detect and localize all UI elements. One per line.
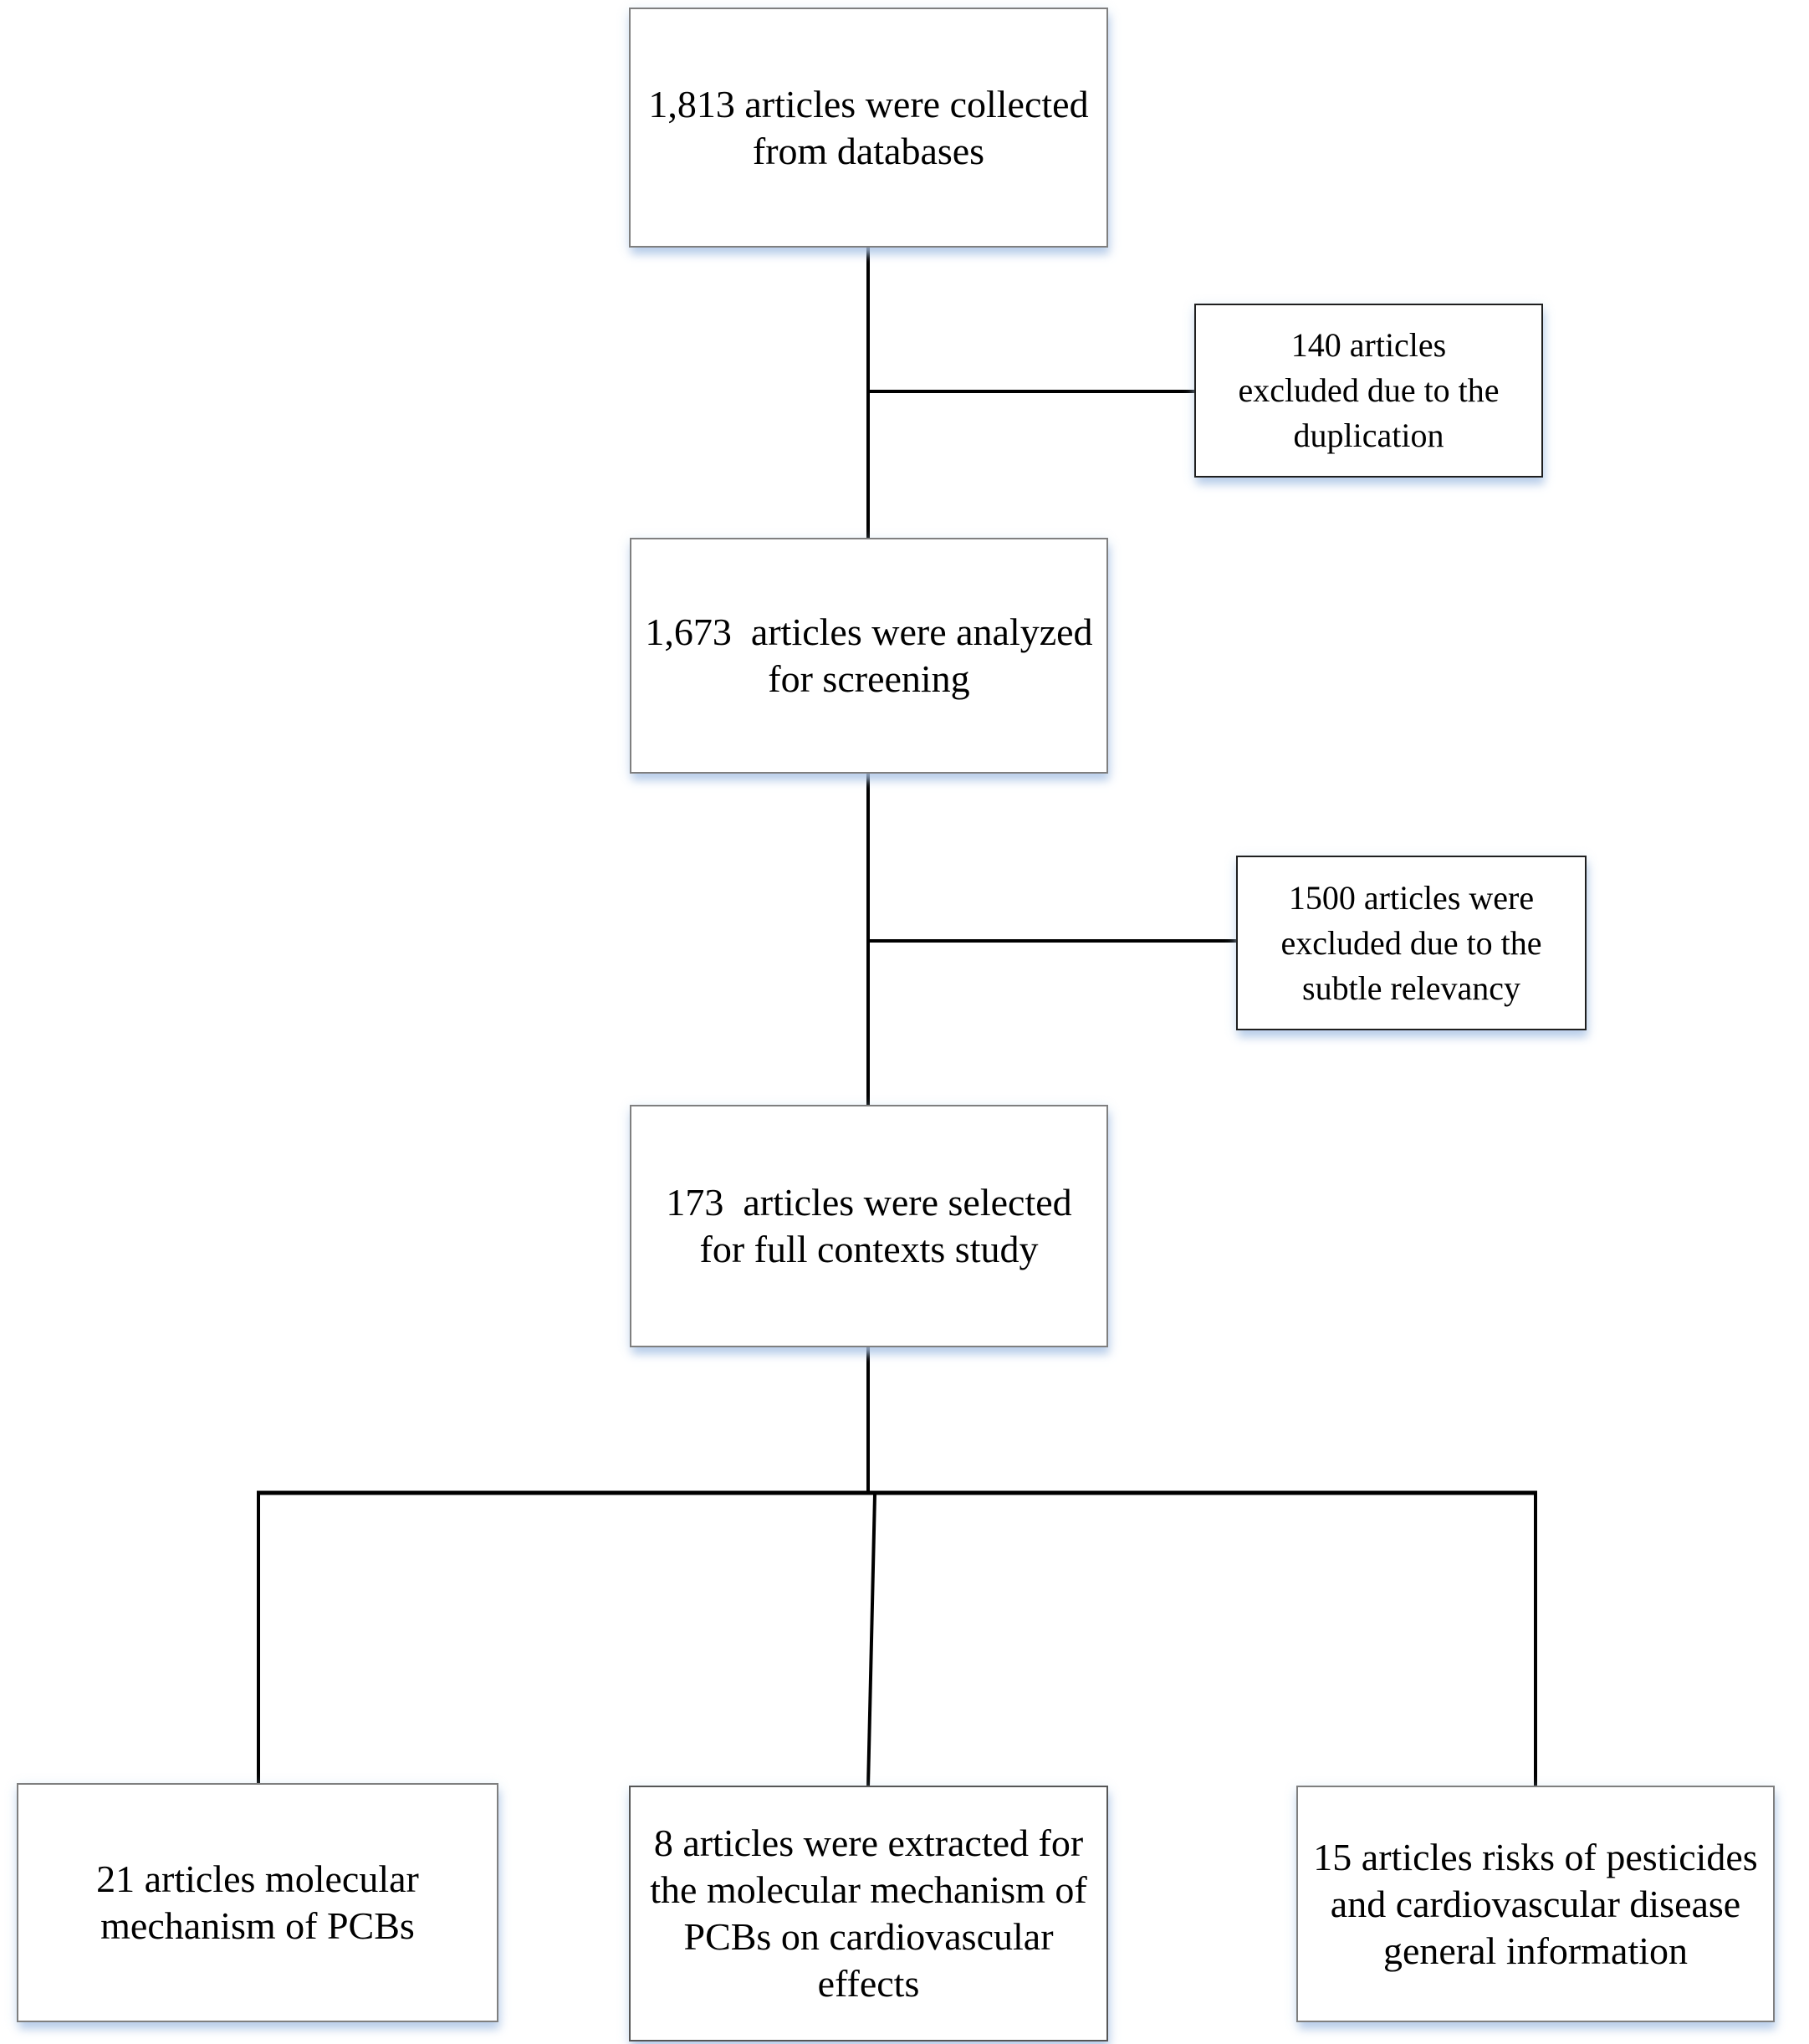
- box-excluded-relevancy: 1500 articles were excluded due to the s…: [1236, 856, 1587, 1030]
- box-text-line: 8 articles were extracted for: [653, 1822, 1084, 1864]
- box-text-line: 173 articles were selected: [666, 1181, 1072, 1224]
- box-selected-fulltext: 173 articles were selected for full cont…: [630, 1105, 1108, 1347]
- box-text-line: PCBs on cardiovascular: [683, 1915, 1054, 1958]
- box-text-line: general information: [1382, 1929, 1689, 1972]
- branch-drop-middle: [866, 1494, 876, 1788]
- box-excluded-duplication: 140 articles excluded due to the duplica…: [1194, 304, 1543, 478]
- box-text-line: 1,673 articles were analyzed: [645, 611, 1093, 653]
- box-text-line: 1,813 articles were collected: [648, 82, 1089, 125]
- box-text-line: 140 articles: [1290, 326, 1447, 364]
- box-text-line: effects: [817, 1962, 920, 2005]
- box-text-line: for full contexts study: [699, 1228, 1039, 1270]
- box-text-line: excluded due to the: [1280, 923, 1542, 962]
- box-pesticides-general-info: 15 articles risks of pesticides and card…: [1296, 1786, 1775, 2022]
- box-articles-collected: 1,813 articles were collected from datab…: [629, 8, 1108, 248]
- box-text-line: 15 articles risks of pesticides: [1313, 1835, 1758, 1878]
- box-text-line: 21 articles molecular: [96, 1857, 419, 1900]
- box-analyzed-screening: 1,673 articles were analyzed for screeni…: [630, 538, 1108, 774]
- box-text-line: mechanism of PCBs: [100, 1904, 415, 1947]
- box-text-line: 1500 articles were: [1288, 878, 1535, 917]
- box-molecular-mechanism-pcbs: 21 articles molecular mechanism of PCBs: [17, 1783, 498, 2022]
- box-text-line: subtle relevancy: [1302, 968, 1520, 1007]
- box-text-line: excluded due to the: [1238, 371, 1500, 409]
- box-extracted-cardiovascular: 8 articles were extracted for the molecu…: [629, 1786, 1108, 2041]
- box-text-line: and cardiovascular disease: [1330, 1882, 1741, 1925]
- box-text-line: the molecular mechanism of: [650, 1868, 1087, 1911]
- box-text-line: duplication: [1293, 416, 1444, 454]
- box-text-line: for screening: [768, 657, 970, 700]
- box-text-line: from databases: [752, 129, 985, 172]
